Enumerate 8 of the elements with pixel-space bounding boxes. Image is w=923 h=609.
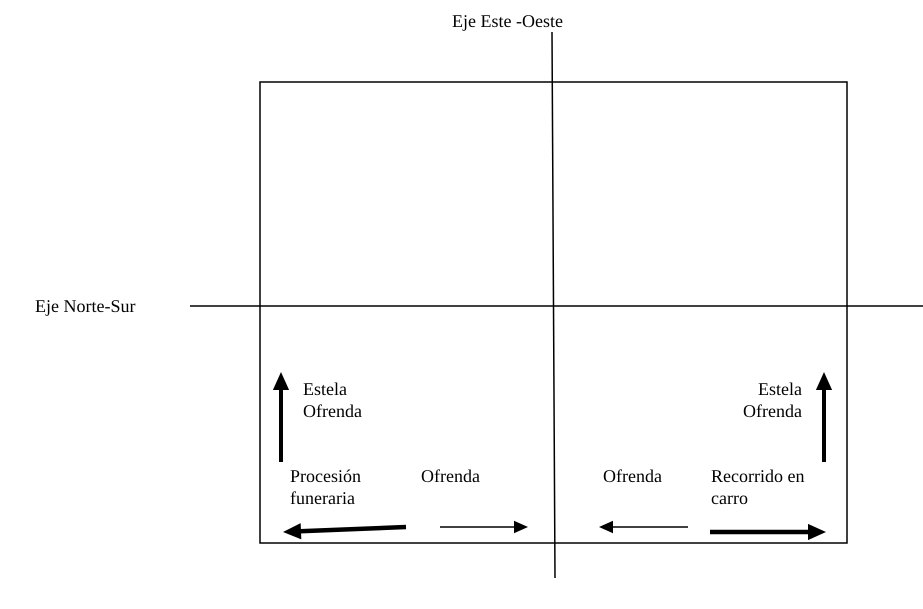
text-label: Recorrido en carro (711, 465, 806, 509)
text-label: Eje Este -Oeste (452, 10, 564, 32)
text-label: Procesión funeraria (290, 465, 362, 509)
text-label: Estela Ofrenda (742, 378, 802, 422)
text-label: Estela Ofrenda (303, 378, 363, 422)
text-label: Ofrenda (421, 465, 481, 487)
text-label: Ofrenda (603, 465, 663, 487)
text-label: Eje Norte-Sur (35, 295, 136, 317)
